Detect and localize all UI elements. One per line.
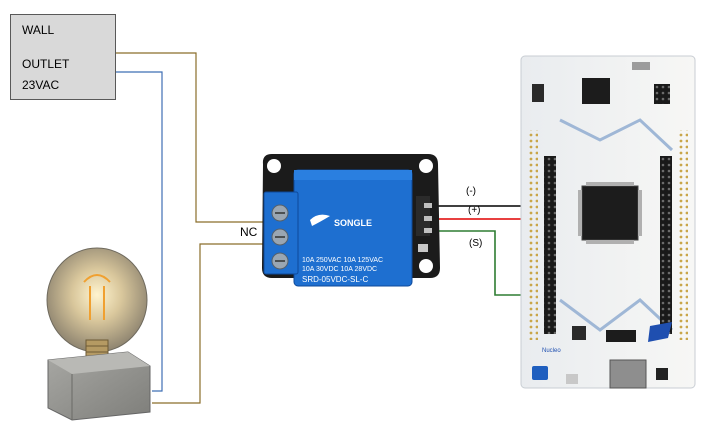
wire-brown-outlet-to-relay [116,52,270,223]
nc-label: NC [240,225,258,239]
wire-blue-outlet-to-lamp [116,71,163,392]
outlet-label-line1: WALL [22,23,55,37]
relay-model-text: SRD-05VDC-SL-C [302,275,368,284]
nucleo-board [520,55,696,389]
outlet-label-line2: OUTLET [22,57,70,71]
wall-outlet-box: WALL OUTLET 23VAC [10,14,116,100]
relay-module [262,154,440,287]
relay-spec-row2: 10A 30VDC 10A 28VDC [302,266,377,273]
relay-spec-row1: 10A 250VAC 10A 125VAC [302,257,383,264]
plus-pin-label: (+) [468,205,481,216]
wire-brown-relay-to-lamp [152,243,270,404]
minus-pin-label: (-) [466,186,476,197]
lamp-illustration [46,247,151,421]
outlet-label-line3: 23VAC [22,78,60,92]
relay-brand-text: SONGLE [334,218,372,228]
board-name-text: Nucleo [542,348,561,354]
signal-pin-label: (S) [469,238,483,249]
